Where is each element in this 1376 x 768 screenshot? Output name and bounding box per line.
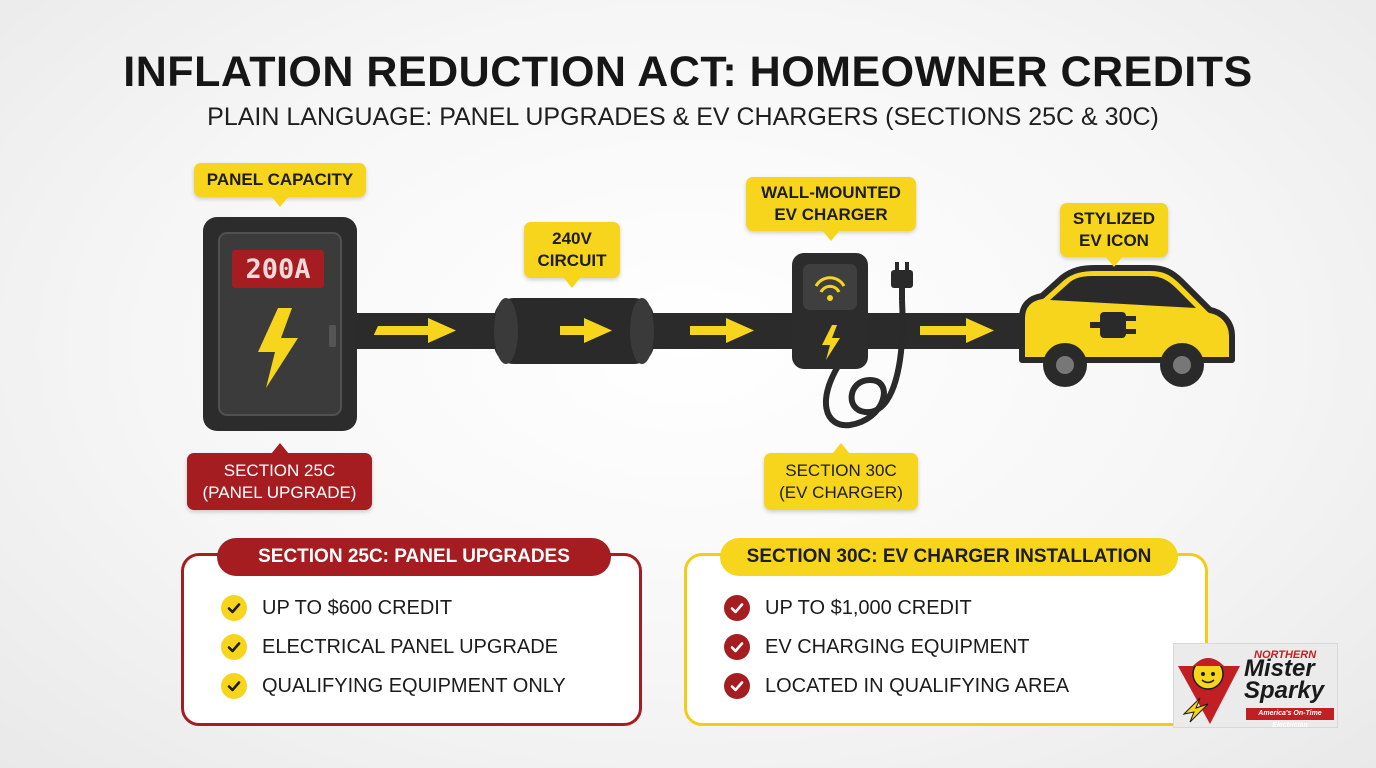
list-item: QUALIFYING EQUIPMENT ONLY <box>221 672 566 700</box>
list-item-text: UP TO $600 CREDIT <box>262 596 453 619</box>
list-item-text: QUALIFYING EQUIPMENT ONLY <box>262 674 566 697</box>
card-section-30c: SECTION 30C: EV CHARGER INSTALLATION UP … <box>684 538 1208 726</box>
card-section-25c: SECTION 25C: PANEL UPGRADES UP TO $600 C… <box>181 538 642 726</box>
check-icon <box>221 673 247 699</box>
logo-tagline: America's On-Time Electrician <box>1246 708 1334 729</box>
tag-240v-circuit: 240V CIRCUIT <box>524 222 620 288</box>
list-item-text: LOCATED IN QUALIFYING AREA <box>765 674 1070 697</box>
flow-arrows <box>382 318 994 343</box>
tag-wall-charger-line2: EV CHARGER <box>774 205 888 224</box>
tag-ev-icon: STYLIZED EV ICON <box>1060 203 1168 267</box>
logo-line2: Mister <box>1244 655 1315 682</box>
tag-panel-capacity-text: PANEL CAPACITY <box>206 170 354 189</box>
brand-logo: NORTHERN Mister Sparky America's On-Time… <box>1173 643 1338 729</box>
list-item-text: UP TO $1,000 CREDIT <box>765 596 972 619</box>
tag-240v-line2: CIRCUIT <box>537 251 607 270</box>
tag-wall-charger-line1: WALL-MOUNTED <box>761 183 901 202</box>
page-subtitle: PLAIN LANGUAGE: PANEL UPGRADES & EV CHAR… <box>207 103 1159 131</box>
tag-ev-icon-line2: EV ICON <box>1079 231 1149 250</box>
list-item: ELECTRICAL PANEL UPGRADE <box>221 633 558 661</box>
cable-connector-icon <box>373 298 654 364</box>
panel-capacity-display: 200A <box>245 253 311 285</box>
tag-section-30c: SECTION 30C (EV CHARGER) <box>764 443 918 510</box>
tag-wall-charger: WALL-MOUNTED EV CHARGER <box>746 177 916 241</box>
page-title: INFLATION REDUCTION ACT: HOMEOWNER CREDI… <box>123 48 1253 96</box>
check-icon <box>724 595 750 621</box>
check-icon <box>724 673 750 699</box>
ev-charger-icon <box>792 253 913 429</box>
tag-240v-line1: 240V <box>552 229 592 248</box>
tag-25c-line1: SECTION 25C <box>223 460 336 480</box>
electrical-panel-icon <box>203 217 357 431</box>
lightning-bolt-icon <box>822 325 840 360</box>
lightning-bolt-icon <box>258 308 298 388</box>
logo-line1: NORTHERN <box>1254 649 1317 661</box>
check-icon <box>221 595 247 621</box>
check-icon <box>724 634 750 660</box>
tag-30c-line2: (EV CHARGER) <box>779 482 903 502</box>
list-item: UP TO $600 CREDIT <box>221 594 452 622</box>
tag-panel-capacity: PANEL CAPACITY <box>194 163 366 207</box>
mascot-icon <box>1178 658 1240 724</box>
list-item: EV CHARGING EQUIPMENT <box>724 633 1029 661</box>
ev-car-icon <box>1019 265 1235 387</box>
tag-section-25c: SECTION 25C (PANEL UPGRADE) <box>187 443 372 510</box>
tag-25c-line2: (PANEL UPGRADE) <box>202 482 357 502</box>
list-item: UP TO $1,000 CREDIT <box>724 594 972 622</box>
tag-ev-icon-line1: STYLIZED <box>1072 209 1156 228</box>
list-item-text: ELECTRICAL PANEL UPGRADE <box>262 635 559 658</box>
card-25c-header: SECTION 25C: PANEL UPGRADES <box>217 538 611 576</box>
card-30c-header: SECTION 30C: EV CHARGER INSTALLATION <box>720 538 1178 576</box>
check-icon <box>221 634 247 660</box>
list-item: LOCATED IN QUALIFYING AREA <box>724 672 1069 700</box>
tag-30c-line1: SECTION 30C <box>785 460 897 480</box>
list-item-text: EV CHARGING EQUIPMENT <box>765 635 1030 658</box>
logo-line3: Sparky <box>1244 677 1325 704</box>
